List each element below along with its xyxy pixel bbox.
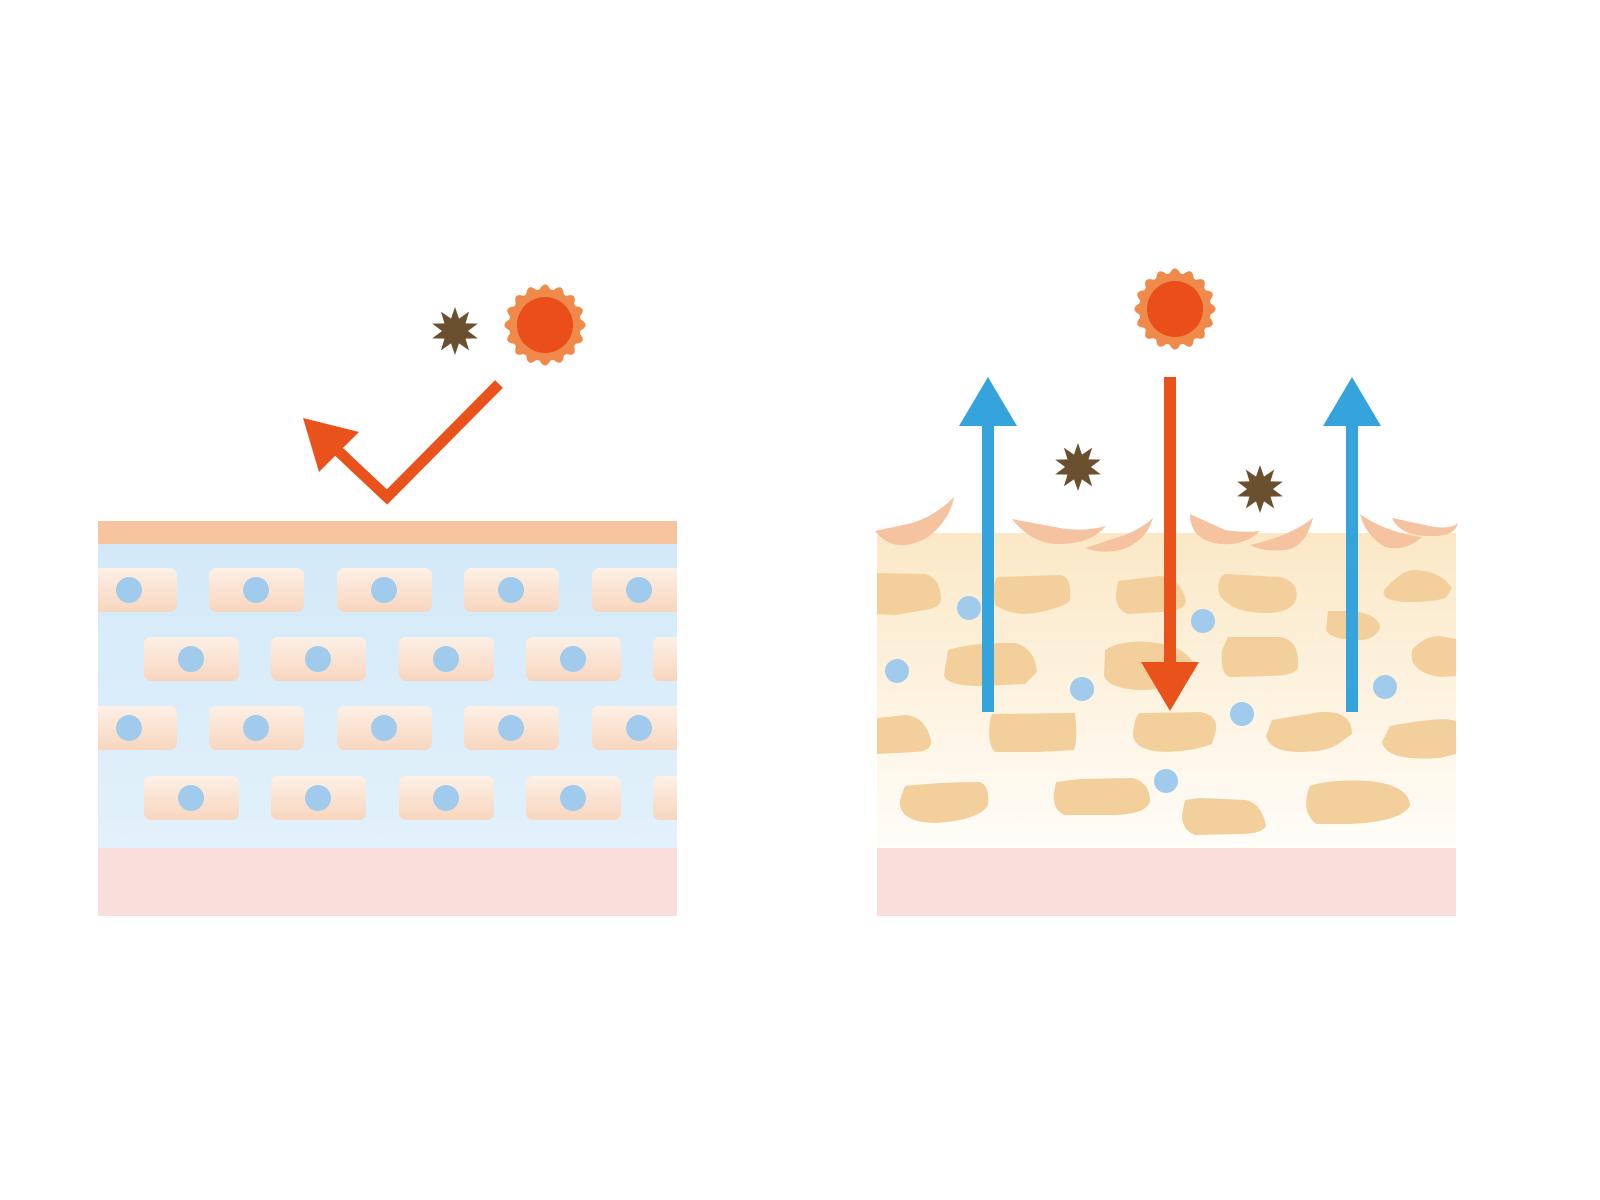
skin-cell [209, 706, 304, 750]
skin-cell [98, 568, 177, 612]
moisture-escape-arrow-right [1323, 377, 1381, 712]
cell-nucleus [498, 715, 524, 741]
cell-nucleus [243, 577, 269, 603]
cell-nucleus [371, 577, 397, 603]
cell-nucleus [498, 577, 524, 603]
cell-nucleus [178, 646, 204, 672]
skin-cell [592, 568, 677, 612]
moisture-dot [1154, 769, 1178, 793]
dry-dermis-layer [877, 848, 1456, 916]
skin-cell [271, 637, 366, 681]
uv-penetration-arrow [1141, 377, 1199, 711]
skin-cell [399, 776, 494, 820]
skin-cell [526, 637, 621, 681]
escaping-moisture-dots [885, 596, 1397, 793]
moisture-dot [957, 596, 981, 620]
sun-icon-right [1134, 268, 1216, 350]
cell-nucleus [371, 715, 397, 741]
moisture-dot [1070, 677, 1094, 701]
cell-nucleus [243, 715, 269, 741]
skin-cell [337, 706, 432, 750]
moisture-dot [1230, 702, 1254, 726]
uv-star-icon-right-1 [1055, 443, 1101, 491]
sun-icon-left [504, 284, 586, 366]
skin-cell [144, 776, 239, 820]
moisture-escape-arrow-left [959, 377, 1017, 712]
healthy-dermis-layer [98, 848, 677, 916]
cell-nucleus [178, 785, 204, 811]
moisture-dot [1373, 675, 1397, 699]
cell-nucleus [433, 646, 459, 672]
dry-cells [877, 570, 1456, 835]
moisture-dot [885, 659, 909, 683]
cell-nucleus [626, 577, 652, 603]
sun-core-icon [517, 297, 573, 353]
skin-cell [464, 706, 559, 750]
skin-cell [337, 568, 432, 612]
sun-core-icon [1147, 281, 1203, 337]
cell-nucleus [305, 646, 331, 672]
cell-nucleus [687, 646, 713, 672]
skin-cell [653, 776, 713, 820]
cell-nucleus [687, 785, 713, 811]
skin-cell [592, 706, 677, 750]
cell-nucleus [433, 785, 459, 811]
skin-cell [144, 637, 239, 681]
skin-cell [98, 706, 177, 750]
uv-star-icon-left [432, 307, 478, 355]
moisture-dot [1191, 609, 1215, 633]
skin-cell [209, 568, 304, 612]
cell-nucleus [560, 785, 586, 811]
healthy-skin-panel [98, 521, 713, 916]
uv-reflect-arrow [303, 380, 503, 505]
skin-cell [653, 637, 713, 681]
skin-cell [399, 637, 494, 681]
cell-nucleus [116, 577, 142, 603]
healthy-barrier-top-layer [98, 521, 677, 544]
cell-nucleus [626, 715, 652, 741]
healthy-cells [98, 568, 713, 820]
cell-nucleus [560, 646, 586, 672]
skin-cell [271, 776, 366, 820]
skin-cell [464, 568, 559, 612]
dry-skin-flakes [875, 497, 1458, 552]
skin-cell [526, 776, 621, 820]
cell-nucleus [116, 715, 142, 741]
cell-nucleus [305, 785, 331, 811]
uv-star-icon-right-2 [1237, 465, 1283, 513]
